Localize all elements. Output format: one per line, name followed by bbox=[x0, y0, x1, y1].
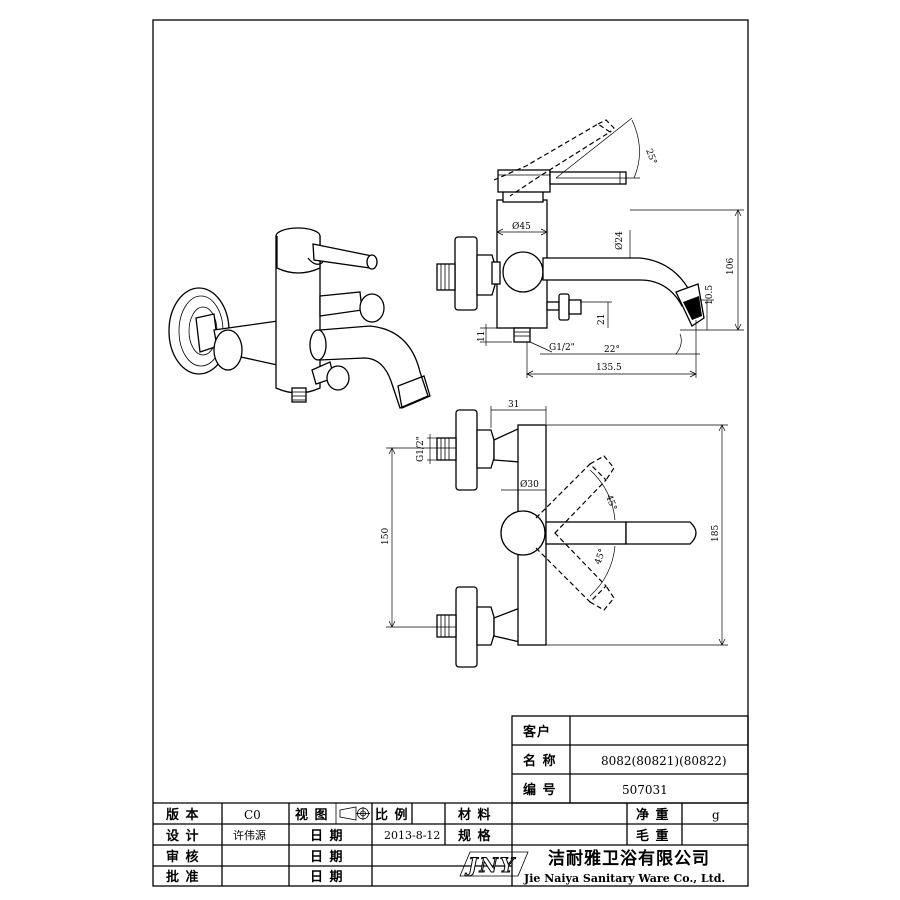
material-label: 材 料 bbox=[458, 807, 492, 823]
gross-weight-label: 毛 重 bbox=[636, 828, 670, 844]
version-label: 版 本 bbox=[166, 807, 200, 823]
net-weight-label: 净 重 bbox=[636, 807, 670, 823]
dim-angle-top: 25° bbox=[643, 148, 658, 166]
scale-label: 比 例 bbox=[375, 807, 409, 823]
approve-label: 批 准 bbox=[166, 869, 200, 885]
dim-d24: Ø24 bbox=[614, 231, 625, 250]
view-label: 视 图 bbox=[295, 807, 329, 823]
date-label-3: 日 期 bbox=[310, 870, 344, 885]
name-label: 名 称 bbox=[523, 753, 557, 769]
dim-d30: Ø30 bbox=[520, 479, 539, 490]
logo-text: JNY bbox=[464, 853, 516, 877]
dim-w135-5: 135.5 bbox=[596, 363, 622, 373]
dim-h21: 21 bbox=[597, 314, 607, 325]
company-logo: JNY bbox=[459, 851, 529, 878]
spec-label: 规 格 bbox=[458, 828, 492, 844]
date-label-2: 日 期 bbox=[310, 850, 344, 865]
isometric-view bbox=[168, 227, 431, 409]
side-view bbox=[436, 117, 744, 378]
dim-h185: 185 bbox=[711, 525, 721, 542]
name-value: 8082(80821)(80822) bbox=[601, 754, 727, 768]
date-value-1: 2013-8-12 bbox=[384, 829, 440, 842]
design-value: 许伟源 bbox=[233, 828, 266, 842]
company-name-en: Jie Naiya Sanitary Ware Co., Ltd. bbox=[523, 872, 725, 885]
customer-label: 客户 bbox=[523, 724, 551, 740]
title-block: 客户 名 称 8082(80821)(80822) 编 号 507031 版 本… bbox=[153, 715, 749, 886]
drawing-border bbox=[152, 19, 749, 887]
net-weight-unit: g bbox=[712, 808, 720, 822]
dim-h11: 11 bbox=[477, 331, 487, 342]
projection-symbol-icon bbox=[339, 806, 370, 821]
dim-angle-up: 45° bbox=[603, 494, 618, 512]
dim-thread-side: G1/2" bbox=[549, 343, 575, 353]
version-value: C0 bbox=[244, 808, 261, 822]
date-label-1: 日 期 bbox=[310, 829, 344, 844]
dimension-labels: 25° Ø45 Ø24 106 10.5 21 11 G1/2" 22° 135… bbox=[381, 148, 736, 566]
number-value: 507031 bbox=[622, 783, 668, 797]
dim-d45: Ø45 bbox=[512, 221, 531, 232]
dim-angle-spout: 22° bbox=[604, 345, 620, 355]
company-name-cn: 洁耐雅卫浴有限公司 bbox=[548, 848, 710, 869]
dim-w31: 31 bbox=[508, 400, 519, 410]
design-label: 设 计 bbox=[166, 828, 200, 844]
dim-h150: 150 bbox=[381, 528, 391, 545]
review-label: 审 核 bbox=[166, 849, 200, 865]
number-label: 编 号 bbox=[523, 782, 557, 798]
front-view bbox=[386, 406, 728, 668]
dim-thread-front: G1/2" bbox=[416, 436, 426, 462]
dim-h106: 106 bbox=[726, 258, 736, 275]
dim-h10-5: 10.5 bbox=[705, 285, 715, 305]
dim-angle-down: 45° bbox=[593, 548, 608, 566]
